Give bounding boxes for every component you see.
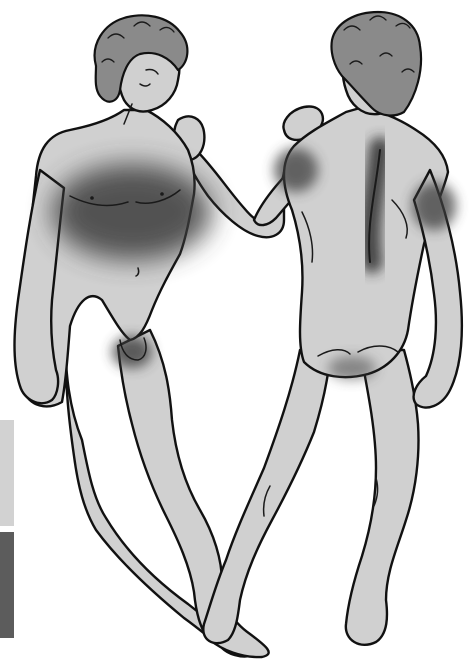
back-hair [331, 12, 421, 115]
back-left-leg [346, 350, 419, 645]
back-right-leg [203, 350, 330, 643]
front-chest-shading [52, 164, 212, 260]
back-view-figure [203, 12, 462, 645]
back-left-shoulder-shading [412, 182, 456, 230]
back-right-shoulder-shading [274, 148, 318, 192]
back-lower-shading [328, 356, 376, 380]
